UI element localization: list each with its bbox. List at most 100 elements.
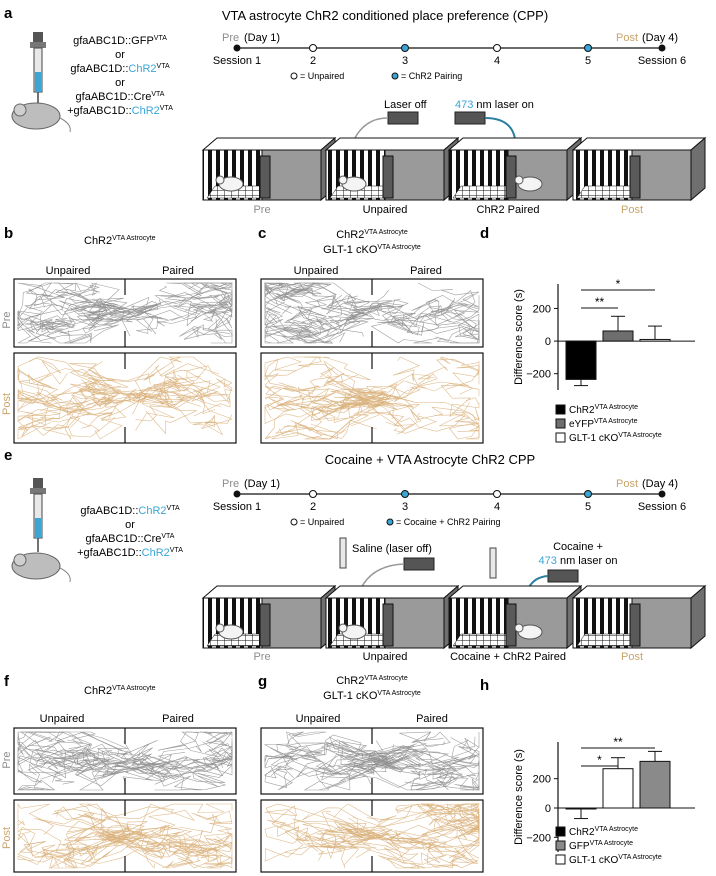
injection-chr2: gfaABC1D::ChR2VTA xyxy=(70,63,170,75)
col-paired: Paired xyxy=(162,265,194,277)
col-unpaired: Unpaired xyxy=(294,265,339,277)
legend-swatch xyxy=(555,840,566,851)
mouse-icon xyxy=(338,623,367,640)
col-unpaired: Unpaired xyxy=(46,265,91,277)
legend-swatch xyxy=(555,826,566,837)
panel-a: a VTA astrocyte ChR2 conditioned place p… xyxy=(4,5,686,156)
session-dot xyxy=(658,490,666,498)
session-label: 4 xyxy=(494,55,500,67)
injection-list: gfaABC1D::GFPVTA or gfaABC1D::ChR2VTA or… xyxy=(67,35,173,117)
injection-cre: gfaABC1D::CreVTA xyxy=(76,91,165,103)
legend-label: GFPVTA Astrocyte xyxy=(569,840,633,852)
legend-label: GLT-1 cKOVTA Astrocyte xyxy=(569,854,662,866)
timeline-e: Pre (Day 1) Post (Day 4) Session 1 2 3 4… xyxy=(213,478,686,527)
session-dot xyxy=(584,44,592,52)
box-label-post: Post xyxy=(621,204,643,216)
panel-c-title: ChR2VTA Astrocyte xyxy=(336,229,408,241)
legend-unpaired: = Unpaired xyxy=(300,71,344,81)
injection-cre-chr2: +gfaABC1D::ChR2VTA xyxy=(77,547,183,559)
legend-pairing: = Cocaine + ChR2 Pairing xyxy=(396,517,501,527)
saline-label: Saline (laser off) xyxy=(352,543,432,555)
y-tick-label: 200 xyxy=(533,774,551,786)
box-label-pre: Pre xyxy=(253,651,270,663)
mouse-icon xyxy=(11,102,71,133)
box-label-post: Post xyxy=(621,651,643,663)
mouse-icon xyxy=(215,175,244,192)
injection-chr2: gfaABC1D::ChR2VTA xyxy=(80,505,180,517)
significance-label: * xyxy=(616,277,621,291)
legend-pairing: = ChR2 Pairing xyxy=(401,71,462,81)
y-tick-label: −200 xyxy=(526,369,551,381)
panel-letter-h: h xyxy=(480,677,489,694)
pre-day: (Day 1) xyxy=(244,32,280,44)
session-label: Session 6 xyxy=(638,501,686,513)
laser-on-label: 473 nm laser on xyxy=(455,99,534,111)
significance-label: ** xyxy=(595,295,605,309)
injection-or: or xyxy=(115,49,125,61)
box-label-pre: Pre xyxy=(253,204,270,216)
legend-unpaired: = Unpaired xyxy=(300,517,344,527)
injection-list-e: gfaABC1D::ChR2VTA or gfaABC1D::CreVTA +g… xyxy=(77,505,183,559)
bar xyxy=(639,760,671,809)
session-label: 4 xyxy=(494,501,500,513)
session-label: 2 xyxy=(310,501,316,513)
track-g-post xyxy=(260,799,484,873)
legend-label: ChR2VTA Astrocyte xyxy=(569,826,638,838)
session-dot xyxy=(309,490,317,498)
session-label: Session 1 xyxy=(213,501,261,513)
panel-f-title: ChR2VTA Astrocyte xyxy=(84,685,156,697)
panel-letter-b: b xyxy=(4,225,13,242)
panel-letter-c: c xyxy=(258,225,266,242)
significance-label: ** xyxy=(613,735,623,749)
box-label-paired: ChR2 Paired xyxy=(477,204,540,216)
row-pre: Pre xyxy=(1,311,13,328)
session-label: 3 xyxy=(402,55,408,67)
legend-swatch xyxy=(555,404,566,415)
mouse-icon xyxy=(338,175,367,192)
bar xyxy=(639,338,671,342)
col-unpaired: Unpaired xyxy=(296,713,341,725)
track-f-pre xyxy=(13,727,237,795)
legend-swatch xyxy=(555,854,566,865)
row-post: Post xyxy=(1,393,13,415)
track-c-post xyxy=(260,352,484,444)
session-dot xyxy=(233,490,241,498)
track-b-post xyxy=(13,352,237,444)
track-c-pre xyxy=(260,278,484,348)
session-dot xyxy=(658,44,666,52)
track-f-post xyxy=(13,799,237,873)
col-paired: Paired xyxy=(416,713,448,725)
cpp-boxes-e: Pre Unpaired Cocaine + ChR2 Paired Post xyxy=(201,584,707,663)
pre-label: Pre xyxy=(222,478,239,490)
box-label-paired: Cocaine + ChR2 Paired xyxy=(450,651,566,663)
injection-or: or xyxy=(115,77,125,89)
laser-on-device: 473 nm laser on xyxy=(454,99,534,156)
y-tick-label: 0 xyxy=(545,336,551,348)
panel-letter-e: e xyxy=(4,447,12,464)
post-day: (Day 4) xyxy=(642,32,678,44)
session-label: 2 xyxy=(310,55,316,67)
panel-letter-g: g xyxy=(258,673,267,690)
y-axis-label: Difference score (s) xyxy=(513,749,525,845)
injection-or: or xyxy=(125,519,135,531)
significance-label: * xyxy=(597,753,602,767)
post-label: Post xyxy=(616,478,638,490)
col-paired: Paired xyxy=(162,713,194,725)
legend-swatch xyxy=(555,432,566,443)
injection-cre-chr2: +gfaABC1D::ChR2VTA xyxy=(67,105,173,117)
injection-gfp: gfaABC1D::GFPVTA xyxy=(73,35,167,47)
cocaine-label: Cocaine + xyxy=(553,541,603,553)
session-dot xyxy=(401,490,409,498)
bar xyxy=(565,340,597,380)
box-label-unpaired: Unpaired xyxy=(363,651,408,663)
panel-letter-d: d xyxy=(480,225,489,242)
track-b-pre xyxy=(13,278,237,348)
session-label: 5 xyxy=(585,55,591,67)
session-dot xyxy=(493,44,501,52)
col-paired: Paired xyxy=(410,265,442,277)
cocaine-laser-label: 473 nm laser on xyxy=(539,555,618,567)
session-label: Session 6 xyxy=(638,55,686,67)
panel-b-title: ChR2VTA Astrocyte xyxy=(84,235,156,247)
mouse-icon xyxy=(514,175,543,192)
